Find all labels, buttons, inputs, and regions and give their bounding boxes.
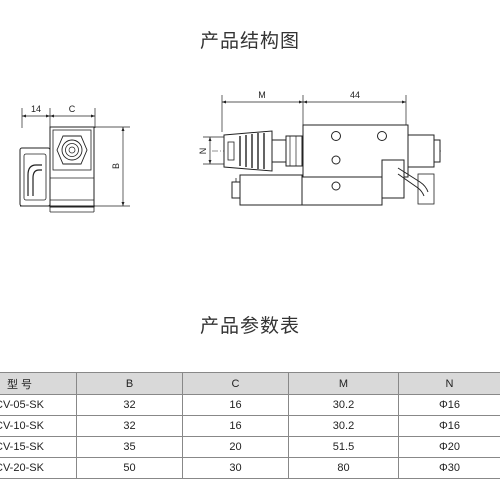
product-structure-drawing: 14 C B M 44 N — [19, 90, 442, 213]
dim-14-label: 14 — [31, 104, 41, 114]
cell-c: 16 — [182, 415, 289, 437]
cell-m: 30.2 — [288, 415, 399, 437]
cell-model: CV-20-SK — [0, 457, 77, 479]
front-view — [203, 95, 442, 206]
table-row: CV-15-SK 35 20 51.5 Φ20 — [0, 436, 500, 458]
cell-m: 80 — [288, 457, 399, 479]
table-row: CV-10-SK 32 16 30.2 Φ16 — [0, 415, 500, 437]
dim-c-label: C — [69, 104, 76, 114]
header-n: N — [398, 372, 500, 395]
parameter-table: 型 号 B C M N CV-05-SK 32 16 30.2 Φ16 CV-1… — [0, 372, 500, 479]
cell-b: 35 — [76, 436, 183, 458]
cell-n: Φ16 — [398, 415, 500, 437]
structure-heading: 产品结构图 — [199, 30, 300, 52]
cell-c: 30 — [182, 457, 289, 479]
cell-n: Φ16 — [398, 394, 500, 416]
cell-c: 16 — [182, 394, 289, 416]
table-row: CV-20-SK 50 30 80 Φ30 — [0, 457, 500, 479]
dim-n-label: N — [198, 148, 208, 155]
cell-model: CV-10-SK — [0, 415, 77, 437]
table-row: CV-05-SK 32 16 30.2 Φ16 — [0, 394, 500, 416]
cell-m: 30.2 — [288, 394, 399, 416]
cell-c: 20 — [182, 436, 289, 458]
cell-m: 51.5 — [288, 436, 399, 458]
cell-model: CV-05-SK — [0, 394, 77, 416]
table-header-row: 型 号 B C M N — [0, 372, 500, 395]
header-c: C — [182, 372, 289, 395]
cell-n: Φ20 — [398, 436, 500, 458]
side-view — [19, 108, 130, 213]
header-m: M — [288, 372, 399, 395]
cell-b: 50 — [76, 457, 183, 479]
cell-n: Φ30 — [398, 457, 500, 479]
dim-44-label: 44 — [350, 90, 360, 100]
cell-b: 32 — [76, 415, 183, 437]
cell-b: 32 — [76, 394, 183, 416]
dim-b-label: B — [111, 163, 121, 169]
cell-model: CV-15-SK — [0, 436, 77, 458]
dim-m-label: M — [258, 90, 266, 100]
header-model: 型 号 — [0, 372, 77, 395]
header-b: B — [76, 372, 183, 395]
parameters-heading: 产品参数表 — [199, 315, 300, 337]
